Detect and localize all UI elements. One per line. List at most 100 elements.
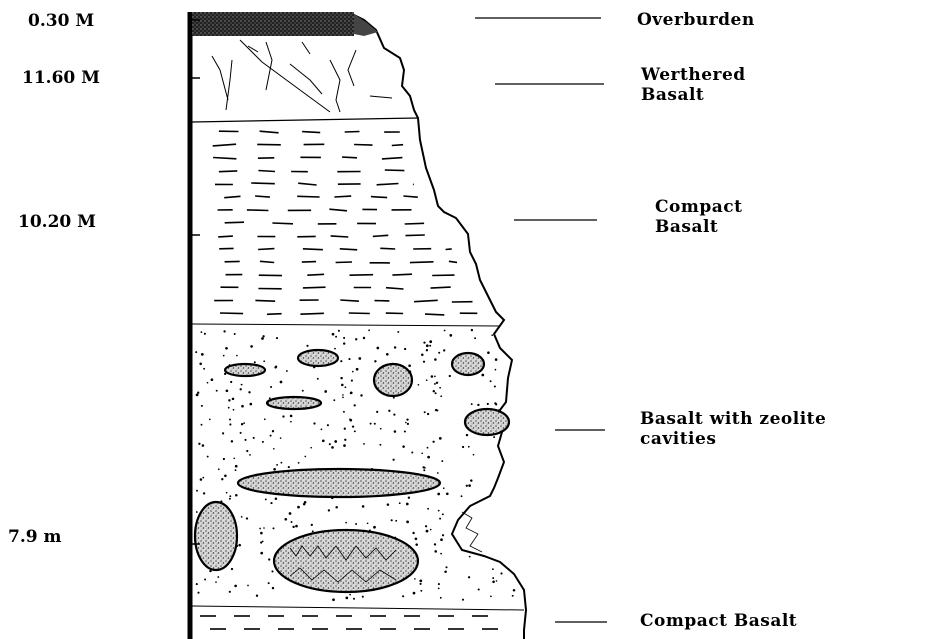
texture-dot	[351, 380, 353, 382]
texture-dash	[349, 313, 370, 314]
depth-label-zeolite: 7.9 m	[8, 527, 61, 547]
texture-dot	[241, 384, 243, 386]
texture-dot	[434, 543, 436, 545]
texture-dash	[251, 183, 275, 184]
texture-dot	[343, 337, 345, 339]
texture-dash	[303, 249, 323, 250]
texture-dot	[425, 525, 427, 527]
texture-dot	[281, 462, 283, 464]
texture-dot	[432, 441, 434, 443]
texture-dot	[411, 452, 413, 454]
texture-dot	[512, 595, 514, 597]
texture-dot	[248, 391, 250, 393]
texture-dot	[376, 347, 379, 350]
texture-dot	[231, 440, 233, 442]
layer-label-overburden: Overburden	[637, 10, 755, 30]
texture-dot	[222, 432, 224, 434]
texture-dot	[224, 475, 227, 478]
overburden-edge	[354, 14, 378, 36]
texture-dot	[332, 598, 335, 601]
texture-dash	[300, 313, 324, 314]
texture-dot	[263, 360, 265, 362]
texture-dot	[404, 348, 406, 350]
texture-dot	[280, 437, 282, 439]
texture-dot	[303, 503, 306, 506]
texture-dot	[290, 421, 292, 423]
texture-dot	[269, 397, 271, 399]
texture-dot	[487, 351, 490, 354]
texture-dot	[204, 333, 206, 335]
texture-dot	[284, 518, 287, 521]
texture-dot	[406, 418, 408, 420]
texture-dot	[340, 360, 342, 362]
texture-dot	[234, 585, 237, 588]
texture-dot	[368, 329, 370, 331]
texture-dot	[272, 527, 274, 529]
texture-dot	[338, 330, 340, 332]
texture-dot	[442, 534, 444, 536]
texture-dot	[405, 422, 407, 424]
texture-dot	[310, 447, 312, 449]
texture-dot	[449, 334, 452, 337]
texture-dash	[272, 223, 293, 224]
texture-dash	[406, 235, 425, 236]
texture-dot	[195, 351, 197, 353]
texture-dot	[254, 361, 256, 363]
texture-dash	[258, 171, 275, 172]
texture-dot	[442, 513, 444, 515]
texture-dot	[226, 492, 228, 494]
texture-dot	[297, 506, 300, 509]
texture-dash	[302, 132, 320, 133]
texture-dot	[424, 411, 426, 413]
texture-dot	[235, 494, 238, 497]
texture-dot	[435, 392, 437, 394]
texture-dot	[342, 397, 344, 399]
texture-dot	[344, 439, 346, 441]
texture-dot	[362, 596, 364, 598]
texture-dot	[350, 392, 353, 395]
texture-dot	[272, 430, 274, 432]
texture-dot	[327, 424, 329, 426]
texture-dot	[233, 409, 235, 411]
texture-dot	[260, 532, 263, 535]
texture-dash	[386, 288, 404, 289]
texture-dot	[444, 571, 447, 574]
texture-dash	[342, 157, 357, 158]
texture-dot	[201, 353, 204, 356]
texture-dot	[349, 419, 352, 422]
texture-dot	[270, 386, 272, 388]
texture-dot	[439, 387, 441, 389]
texture-dot	[282, 415, 284, 417]
texture-dot	[333, 399, 335, 401]
texture-dot	[343, 342, 345, 344]
cavity	[452, 353, 484, 375]
texture-dot	[445, 566, 447, 568]
layer-label-zeolite: Basalt with zeolite cavities	[640, 409, 826, 449]
texture-dash	[403, 196, 417, 197]
texture-dot	[244, 439, 246, 441]
texture-dot	[394, 430, 397, 433]
texture-dash	[385, 170, 405, 171]
texture-dot	[427, 456, 430, 459]
texture-dot	[420, 590, 422, 592]
texture-dash	[392, 274, 412, 275]
texture-dot	[440, 597, 442, 599]
texture-dot	[431, 375, 434, 378]
texture-dot	[419, 580, 422, 583]
texture-dot	[407, 423, 409, 425]
texture-dot	[229, 423, 231, 425]
texture-dot	[198, 443, 200, 445]
texture-dash	[213, 158, 236, 159]
texture-dot	[427, 413, 429, 415]
texture-dot	[200, 331, 202, 333]
texture-dot	[363, 443, 365, 445]
texture-dot	[262, 335, 264, 337]
texture-dot	[200, 478, 203, 481]
texture-dash	[260, 261, 274, 262]
texture-dot	[426, 379, 428, 381]
texture-dot	[430, 529, 432, 531]
texture-dot	[272, 587, 274, 589]
texture-dot	[412, 532, 414, 534]
texture-dash	[334, 196, 351, 197]
